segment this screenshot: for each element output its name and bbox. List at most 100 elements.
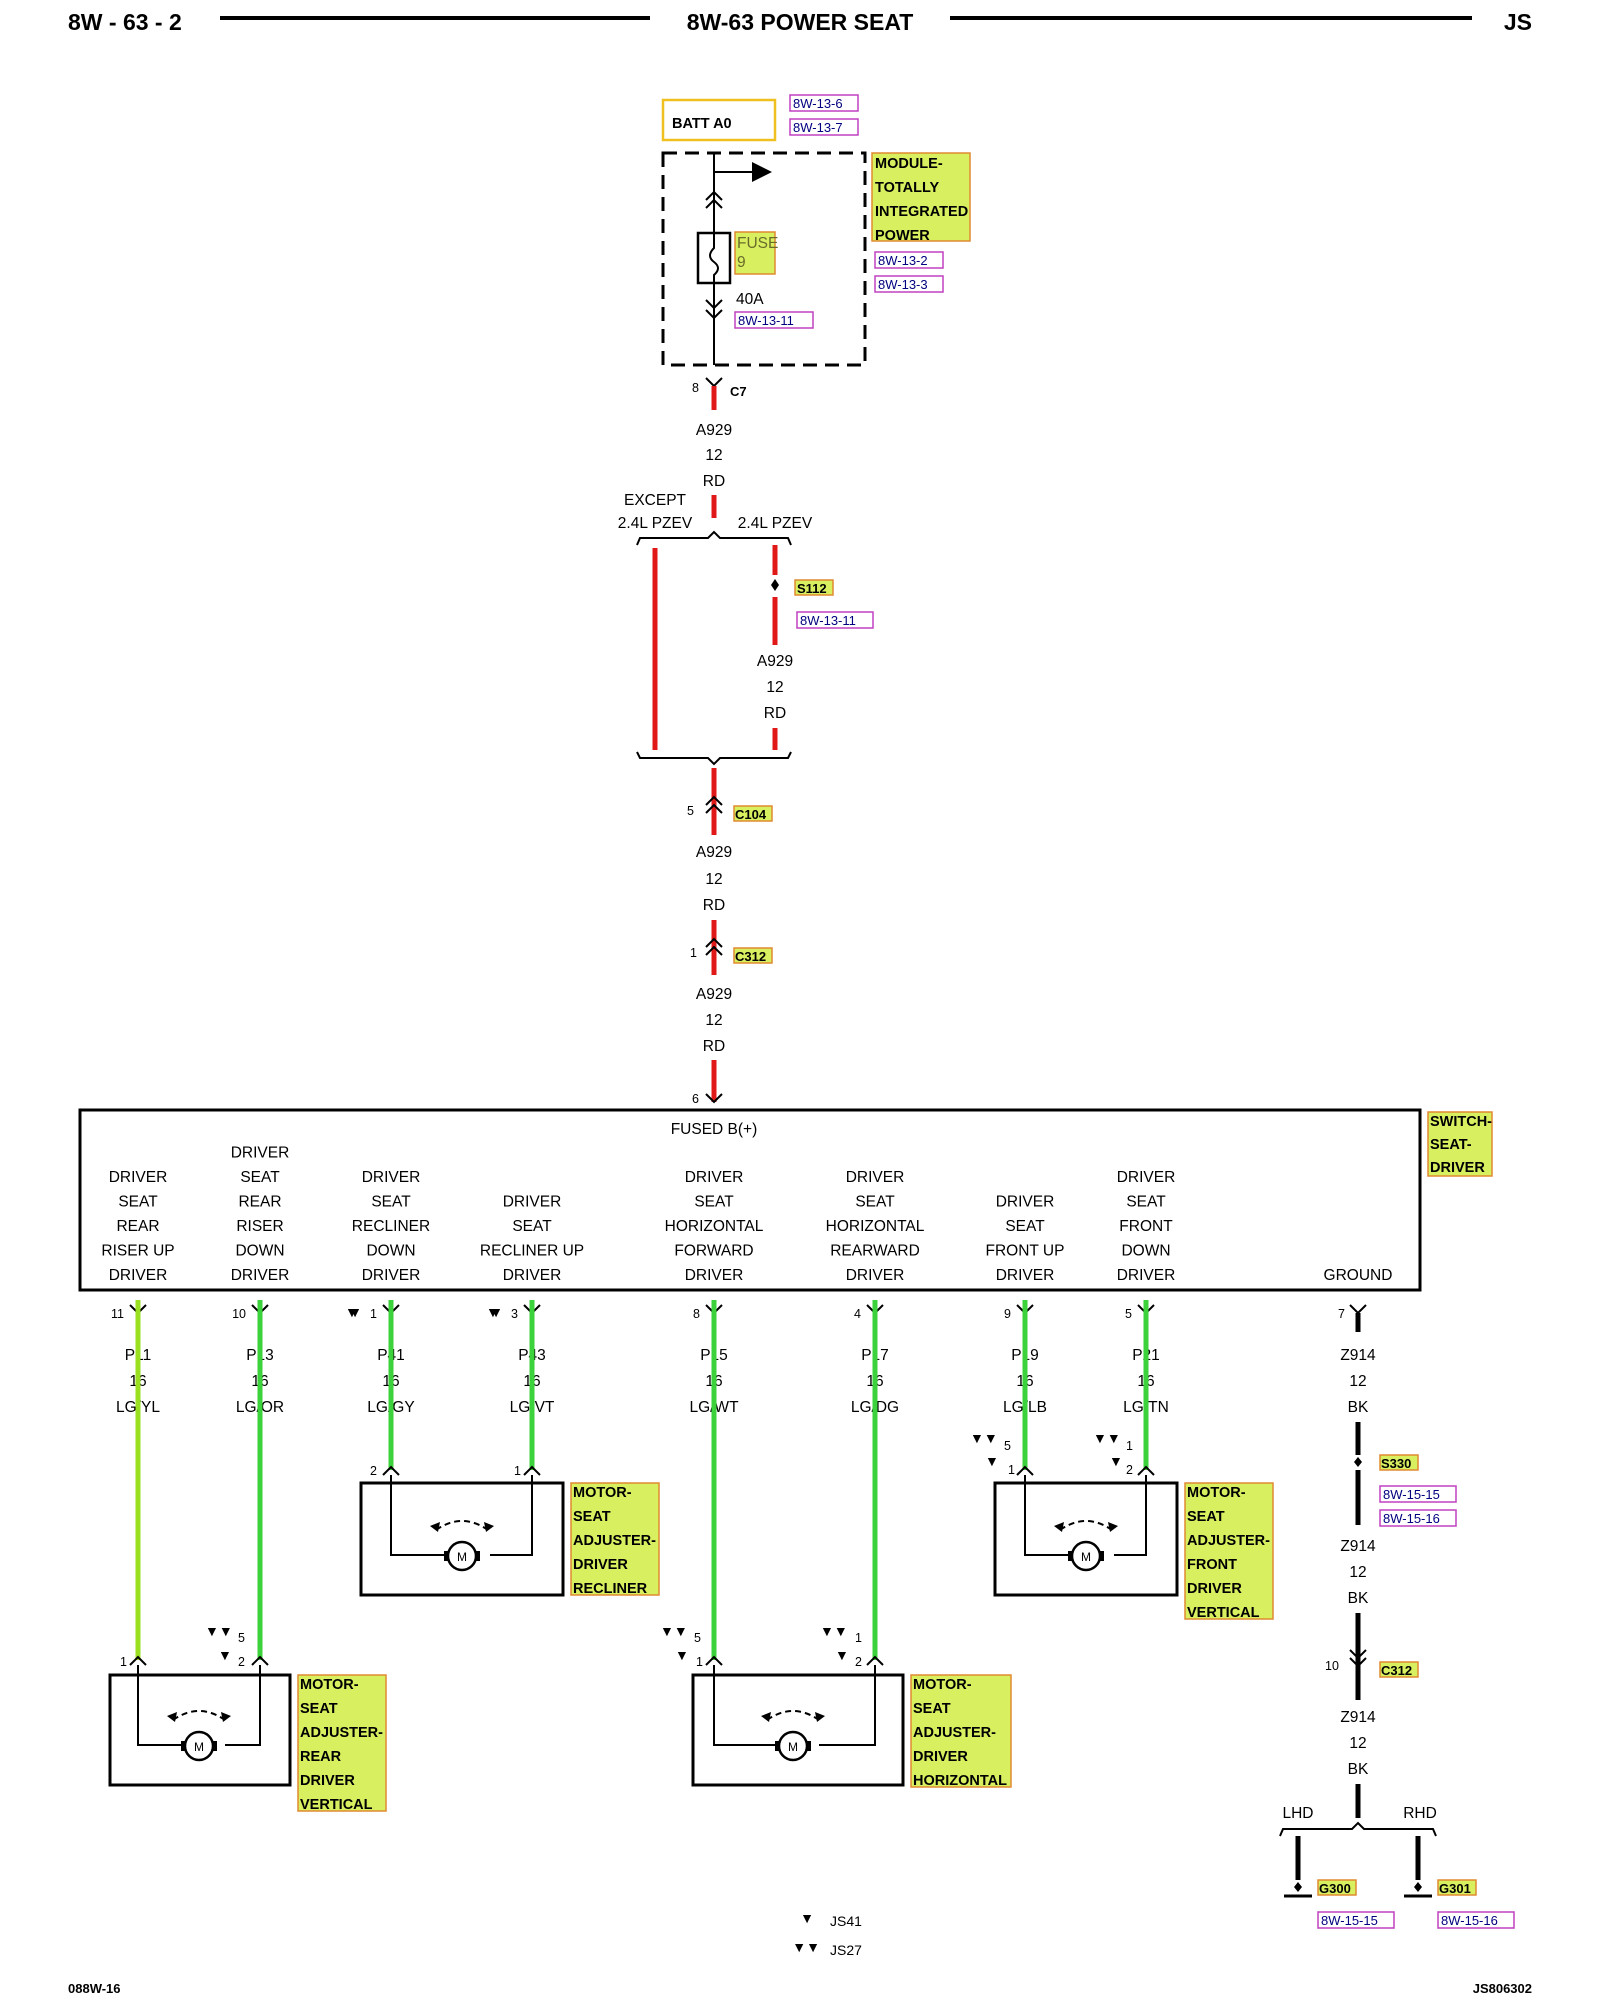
wire-a929-label-4: A929 12 RD xyxy=(696,986,732,1055)
batt-feed: BATT A0 8W-13-6 8W-13-7 xyxy=(661,94,859,142)
wire-a929-circuit-pzev: A929 xyxy=(757,653,793,670)
switch-output-8-pin: 5 xyxy=(1125,1307,1132,1321)
switch-output-1-label-line-4: RISER UP xyxy=(101,1243,174,1260)
switch-output-2-label-line-1: DRIVER xyxy=(231,1145,290,1162)
rear-vertical-name-line-6: VERTICAL xyxy=(300,1797,373,1813)
fuse-ref[interactable]: 8W-13-11 xyxy=(738,313,794,328)
recliner-pin-1-connector xyxy=(523,1465,541,1476)
tipm-name-line-2: TOTALLY xyxy=(875,180,940,196)
front-up-pin-5: 5 xyxy=(1004,1439,1011,1453)
z914-color-3: BK xyxy=(1348,1761,1369,1778)
option-branch: EXCEPT 2.4L PZEV 2.4L PZEV S112 8W-13-11… xyxy=(618,492,874,766)
switch-output-2-label-line-3: REAR xyxy=(238,1194,281,1211)
switch-ground-label: GROUND xyxy=(1324,1267,1393,1284)
switch-output-6-label-line-1: DRIVER xyxy=(846,1169,905,1186)
switch-output-2-label-line-5: DOWN xyxy=(235,1243,284,1260)
front-up-js27-marker: ▼▼ xyxy=(970,1430,998,1446)
z914-color-2: BK xyxy=(1348,1590,1369,1607)
switch-output-4-label-line-4: DRIVER xyxy=(503,1267,562,1284)
c104-name-box xyxy=(733,805,773,822)
tipm-ref-2-box[interactable] xyxy=(874,275,944,293)
connector-c7: 8 C7 xyxy=(692,377,747,399)
switch-output-3-label-line-5: DRIVER xyxy=(362,1267,421,1284)
batt-ref-1[interactable]: 8W-13-6 xyxy=(793,96,843,111)
recliner-pin-1: 1 xyxy=(514,1464,521,1478)
s330-ref-2[interactable]: 8W-15-16 xyxy=(1383,1511,1440,1526)
switch-output-8-label-line-1: DRIVER xyxy=(1117,1169,1176,1186)
splice-s330-dot xyxy=(1354,1457,1362,1467)
batt-ref-2-box[interactable] xyxy=(789,118,859,136)
switch-output-1-label-line-1: DRIVER xyxy=(109,1169,168,1186)
recliner-motor-housing xyxy=(359,1481,565,1597)
switch-output-4-label-line-2: SEAT xyxy=(512,1218,552,1235)
rear-vertical-motor-letter: M xyxy=(194,1740,204,1754)
s112-ref[interactable]: 8W-13-11 xyxy=(800,613,856,628)
switch-output-7-label-line-3: FRONT UP xyxy=(986,1243,1065,1260)
rear-js41-marker: ▼ xyxy=(218,1647,232,1663)
branch-left-line-1: EXCEPT xyxy=(624,492,687,509)
horizontal-name-line-4: DRIVER xyxy=(913,1749,968,1765)
fuse-ref-box[interactable] xyxy=(734,311,814,329)
wire-a929-gauge-pzev: 12 xyxy=(766,679,783,696)
rear-vertical-name-line-2: SEAT xyxy=(300,1701,338,1717)
wire-a929-color-3: RD xyxy=(703,897,725,914)
footer-right-code: JS806302 xyxy=(1473,1981,1532,1996)
switch-output-2-pin: 10 xyxy=(232,1307,246,1321)
switch-output-5-label-line-5: DRIVER xyxy=(685,1267,744,1284)
ground-split-lhd: LHD xyxy=(1282,1805,1313,1822)
recliner-down-js41-marker: ▼ xyxy=(345,1304,359,1320)
g301-name: G301 xyxy=(1439,1881,1471,1896)
switch-output-8-label-line-2: SEAT xyxy=(1126,1194,1166,1211)
tipm-name-line-4: POWER xyxy=(875,228,930,244)
g300-ref-box[interactable] xyxy=(1317,1911,1395,1929)
g301-ref[interactable]: 8W-15-16 xyxy=(1441,1913,1498,1928)
batt-label-box xyxy=(661,98,777,142)
batt-ref-1-box[interactable] xyxy=(789,94,859,112)
rear-pin-1: 1 xyxy=(120,1655,127,1669)
c7-name: C7 xyxy=(730,384,747,399)
recliner-name-line-4: DRIVER xyxy=(573,1557,628,1573)
legend-js41-label: JS41 xyxy=(830,1913,862,1929)
switch-output-4-label-line-3: RECLINER UP xyxy=(480,1243,584,1260)
g300-ref[interactable]: 8W-15-15 xyxy=(1321,1913,1378,1928)
recliner-name-line-2: SEAT xyxy=(573,1509,611,1525)
rear-vertical-name-line-4: REAR xyxy=(300,1749,342,1765)
wire-a929-circuit-1: A929 xyxy=(696,422,732,439)
rear-vertical-name-line-5: DRIVER xyxy=(300,1773,355,1789)
recliner-rotation-arc xyxy=(435,1520,489,1531)
s330-ref-1[interactable]: 8W-15-15 xyxy=(1383,1487,1440,1502)
s112-ref-box[interactable] xyxy=(796,611,874,629)
motor-seat-adjuster-rear-driver-vertical: ▼▼ 5 ▼ 2 1 M MOTOR- SEAT ADJUSTER- REAR … xyxy=(108,1300,387,1813)
rear-pin-2: 2 xyxy=(238,1655,245,1669)
tipm-ref-1[interactable]: 8W-13-2 xyxy=(878,253,928,268)
c312-bottom-pin: 10 xyxy=(1325,1659,1339,1673)
front-vertical-name-line-6: VERTICAL xyxy=(1187,1605,1260,1621)
tipm-ref-1-box[interactable] xyxy=(874,251,944,269)
s330-name-box xyxy=(1379,1454,1419,1471)
s330-ref-2-box[interactable] xyxy=(1379,1509,1457,1527)
wire-a929-color-1: RD xyxy=(703,473,725,490)
switch-output-3-pin: 1 xyxy=(370,1307,377,1321)
batt-ref-2[interactable]: 8W-13-7 xyxy=(793,120,843,135)
z914-gauge-1: 12 xyxy=(1349,1373,1366,1390)
horizontal-pin-5: 5 xyxy=(694,1631,701,1645)
ground-split-brace xyxy=(1279,1821,1437,1837)
switch-output-1-pin: 11 xyxy=(111,1307,124,1321)
tipm-ref-2[interactable]: 8W-13-3 xyxy=(878,277,928,292)
switch-output-2-label-line-4: RISER xyxy=(236,1218,283,1235)
switch-output-3-label-line-2: SEAT xyxy=(371,1194,411,1211)
switch-output-4-js41-marker: ▼ xyxy=(489,1304,503,1320)
switch-output-4-pin: 3 xyxy=(511,1307,518,1321)
fuse-number: 9 xyxy=(737,254,746,271)
g301-ref-box[interactable] xyxy=(1437,1911,1515,1929)
branch-brace-bottom xyxy=(636,751,792,766)
switch-output-6-pin: 4 xyxy=(854,1307,861,1321)
s330-ref-1-box[interactable] xyxy=(1379,1485,1457,1503)
front-vertical-name-line-2: SEAT xyxy=(1187,1509,1225,1525)
g300-name: G300 xyxy=(1319,1881,1351,1896)
horizontal-motor-letter: M xyxy=(788,1740,798,1754)
motor-seat-adjuster-driver-recliner: ▼ ▼ 2 1 M MOTOR- SEAT ADJUSTER- DRIVER R… xyxy=(345,1300,660,1597)
g301-eyelet xyxy=(1414,1882,1422,1892)
recliner-motor-leads xyxy=(390,1475,533,1556)
front-vertical-name-line-3: ADJUSTER- xyxy=(1187,1533,1270,1549)
